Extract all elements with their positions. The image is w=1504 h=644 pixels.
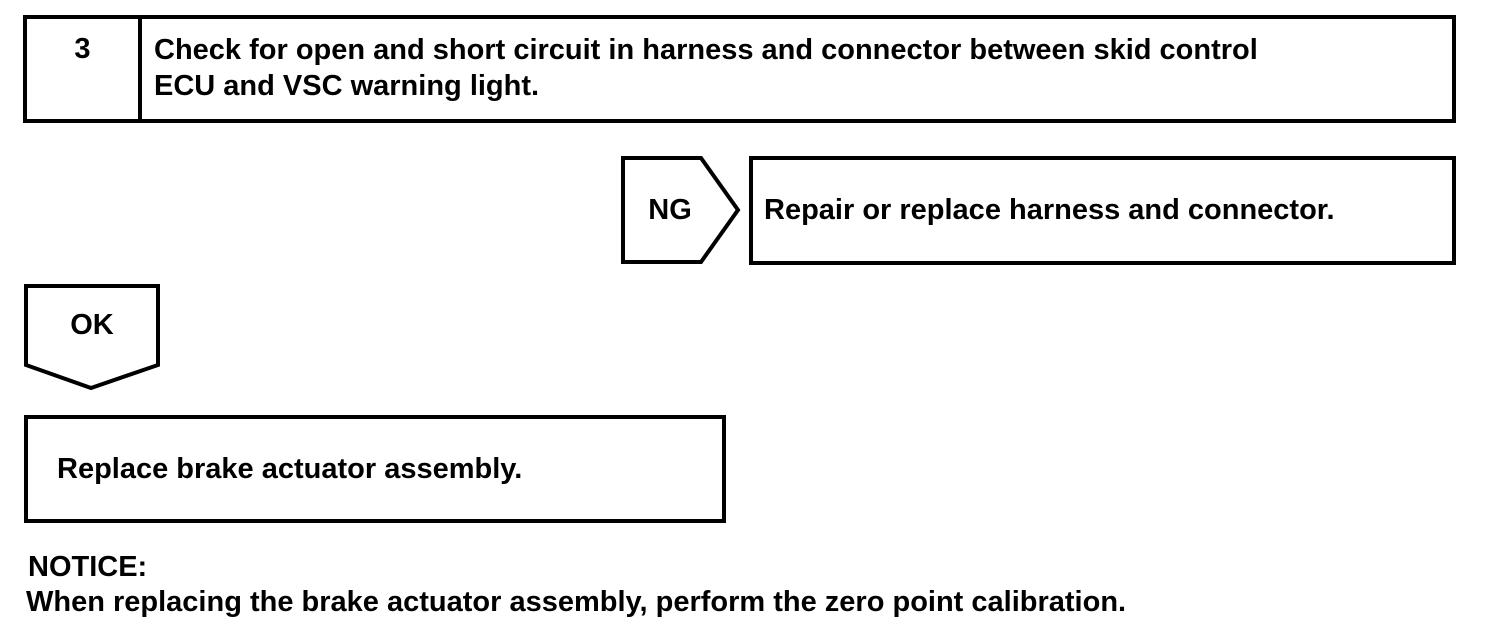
ok-action-text: Replace brake actuator assembly. [57, 452, 523, 485]
step-header-row: 3 Check for open and short circuit in ha… [23, 15, 1456, 123]
ng-action-text: Repair or replace harness and connector. [764, 194, 1335, 226]
step-number: 3 [74, 33, 91, 65]
step-instruction-cell: Check for open and short circuit in harn… [142, 19, 1452, 119]
ok-action-box: Replace brake actuator assembly. [24, 415, 726, 523]
ng-label: NG [648, 193, 692, 226]
notice-heading: NOTICE: [28, 551, 148, 583]
notice-body: When replacing the brake actuator assemb… [26, 586, 1127, 618]
step-instruction-line-2: ECU and VSC warning light. [154, 70, 540, 102]
ok-label: OK [70, 308, 114, 341]
ng-connector: NG [621, 156, 741, 264]
step-instruction-line-1: Check for open and short circuit in harn… [154, 34, 1258, 66]
ng-action-box: Repair or replace harness and connector. [749, 156, 1456, 265]
ok-arrow-shape-icon [24, 284, 160, 391]
ng-arrow-shape-icon [621, 156, 741, 264]
step-number-cell: 3 [27, 19, 142, 119]
ok-connector: OK [24, 284, 160, 391]
